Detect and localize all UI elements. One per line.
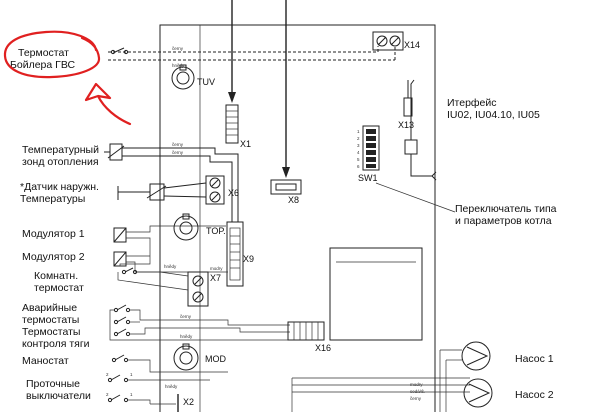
modulator-wiring (113, 225, 228, 273)
x13-label: X13 (398, 120, 414, 130)
x9-connector: X9 (226, 221, 254, 287)
sw1-label: SW1 (358, 173, 378, 183)
flow-number-2: 1 (130, 372, 133, 377)
annotation-arrow (84, 82, 132, 126)
label-draft-thermostats-2: контроля тяги (22, 338, 90, 350)
input-arrows (228, 0, 290, 178)
label-heating-sensor-2: зонд отопления (22, 156, 99, 168)
top-label: TOP. (206, 226, 226, 236)
wire-label-hnedy-4: hnědy (165, 384, 178, 389)
x6-connector: X6 (117, 175, 239, 205)
boiler-thermostat-wiring: černy hnědy (108, 46, 396, 68)
x14-label: X14 (404, 40, 420, 50)
label-modulator-1: Модулятор 1 (22, 228, 85, 240)
top-potentiometer: TOP. (173, 213, 226, 241)
label-emergency-thermostats-2: термостаты (22, 314, 79, 326)
label-manostat: Маностат (22, 355, 69, 367)
pump-1 (461, 341, 491, 371)
flow-switch-wiring: 2 1 2 1 hnědy (106, 372, 210, 404)
safety-thermostat-wiring: černy hnědy (109, 304, 292, 341)
label-pump-2: Насос 2 (515, 389, 554, 401)
x13-connector: X13 (398, 79, 437, 181)
label-boiler-thermostat-1: Термостат (18, 47, 69, 59)
x9-label: X9 (243, 254, 254, 264)
wire-label-modry-1: modry (210, 266, 223, 271)
label-room-thermostat-1: Комнатн. (34, 270, 78, 282)
wire-label-hnedy-3: hnědy (180, 334, 193, 339)
manostat-wiring (111, 354, 228, 373)
wire-label-cerny-1: černy (172, 46, 184, 51)
x8-connector: X8 (270, 179, 302, 205)
sw1-dip-switch: 1 2 3 4 5 6 SW1 (357, 125, 456, 213)
sw1-number-1: 1 (357, 129, 360, 134)
label-switch-note-2: и параметров котла (455, 215, 552, 227)
pump-2 (463, 378, 493, 408)
mod-label: MOD (205, 354, 226, 364)
wire-label-cerny-3: černy (172, 150, 184, 155)
x2-label: X2 (183, 397, 194, 407)
annotation-ellipse (3, 30, 101, 79)
label-modulator-2: Модулятор 2 (22, 251, 85, 263)
x1-label: X1 (240, 139, 251, 149)
sw1-number-3: 3 (357, 143, 360, 148)
x7-connector: X7 hnědy modry (117, 264, 223, 307)
label-outdoor-sensor-2: Температуры (20, 193, 85, 205)
label-pump-1: Насос 1 (515, 353, 554, 365)
sw1-number-6: 6 (357, 164, 360, 169)
wire-label-modry-2: modry (410, 382, 423, 387)
x7-label: X7 (210, 273, 221, 283)
wire-label-cerny-2: černy (172, 142, 184, 147)
x16-label: X16 (315, 343, 331, 353)
x1-connector: X1 (225, 104, 251, 149)
tuv-label: TUV (197, 77, 215, 87)
x16-connector: X16 (287, 321, 331, 353)
label-flow-switches-2: выключатели (26, 390, 91, 402)
label-boiler-thermostat-2: Бойлера ГВС (10, 59, 75, 71)
tuv-potentiometer: TUV (171, 64, 215, 90)
wire-label-hnedy-2: hnědy (164, 264, 177, 269)
label-heating-sensor-1: Температурный (22, 144, 99, 156)
sw1-number-5: 5 (357, 157, 360, 162)
label-draft-thermostats-1: Термостаты (22, 326, 80, 338)
label-outdoor-sensor-1: *Датчик наружн. (20, 181, 99, 193)
mod-potentiometer: MOD (173, 343, 226, 371)
wire-label-cerny-5: černy (410, 396, 422, 401)
flow-number-4: 1 (130, 392, 133, 397)
x14-connector: X14 (372, 31, 420, 51)
pump-wiring: modry sedá/Š. černy (291, 349, 470, 412)
x8-label: X8 (288, 195, 299, 205)
label-room-thermostat-2: термостат (34, 282, 84, 294)
control-board (159, 24, 436, 412)
x2-connector: X2 (150, 394, 194, 412)
wire-label-cerny-4: černy (180, 314, 192, 319)
wire-label-hnedy-1: hnědy (172, 63, 185, 68)
label-switch-note-1: Переключатель типа (455, 203, 557, 215)
label-emergency-thermostats-1: Аварийные (22, 302, 77, 314)
sw1-number-4: 4 (357, 150, 360, 155)
label-interface-2: IU02, IU04.10, IU05 (447, 109, 540, 121)
wire-label-sedy: sedá/Š. (410, 388, 425, 394)
heating-sensor-wiring: černy černy (104, 142, 239, 222)
flow-number-3: 2 (106, 392, 109, 397)
flow-number-1: 2 (106, 372, 109, 377)
label-interface-1: Итерфейс (447, 97, 497, 109)
label-flow-switches-1: Проточные (26, 378, 80, 390)
red-annotation (3, 30, 132, 126)
x6-label: X6 (228, 188, 239, 198)
sw1-number-2: 2 (357, 136, 360, 141)
